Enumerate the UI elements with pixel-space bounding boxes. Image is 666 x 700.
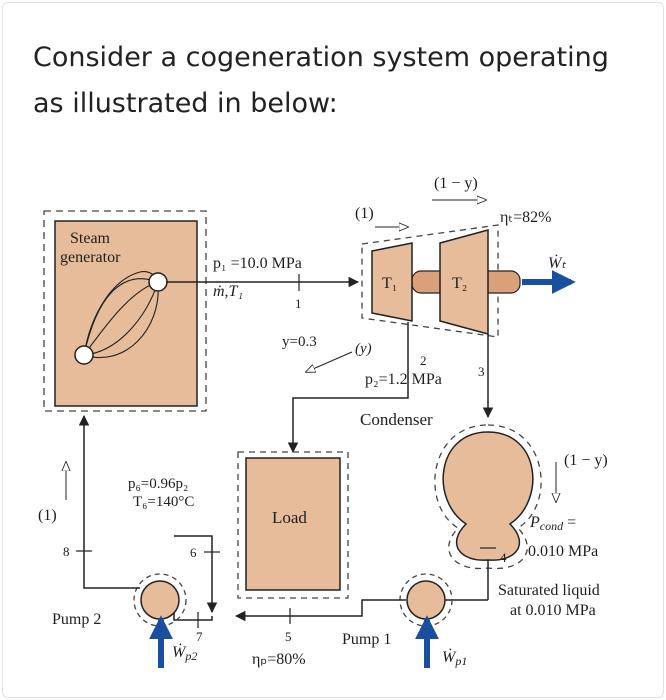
steam-generator	[54, 220, 198, 407]
work-pump2-W: Ẇ	[172, 643, 187, 661]
work-pump1-W: Ẇ	[442, 648, 457, 666]
p6-label: p₆=0.96p₂	[128, 476, 188, 492]
state1-label: 1	[295, 296, 302, 311]
y-value-label: y=0.3	[282, 334, 317, 350]
p-cond-eq: =	[563, 514, 576, 531]
pump2	[140, 580, 180, 620]
load	[245, 457, 341, 591]
work-turbine-label: Ẇₜ	[548, 254, 566, 272]
heading-line-2: as illustrated in below:	[33, 88, 338, 119]
state8-label: 8	[63, 544, 70, 559]
flow-y-arrow	[306, 351, 353, 372]
p-cond-label: Pcond =	[529, 514, 576, 533]
work-pump2-sub: p2	[184, 649, 197, 663]
load-boundary	[237, 451, 349, 599]
feedwater-line	[78, 414, 140, 589]
steam-generator-label-1: Steam	[70, 230, 111, 247]
eta-p-label: ηₚ=80%	[252, 651, 306, 668]
mixing-to-pump2-line	[173, 608, 213, 621]
flow-1-left-label: (1)	[38, 507, 57, 524]
pump1-label: Pump 1	[342, 631, 391, 648]
p-cond-sub: cond	[540, 519, 564, 533]
pump1-discharge-line	[234, 599, 406, 622]
turbine-1	[371, 242, 413, 322]
p-cond-p: P	[529, 514, 540, 531]
p1-label: p₁ =10.0 MPa	[213, 255, 302, 272]
flow-1-top-label: (1)	[355, 205, 374, 222]
state2-label: 2	[420, 353, 427, 368]
eta-t-label: ηₜ=82%	[500, 209, 551, 226]
condenser-label: Condenser	[360, 410, 433, 429]
load-return-line	[174, 535, 218, 614]
turbine-1-label: T₁	[382, 275, 397, 292]
work-pump1-sub: p1	[454, 654, 467, 668]
work-pump2-label: Ẇp2	[172, 643, 197, 663]
steam-generator-boundary	[43, 210, 207, 412]
turbine-boundary	[361, 224, 499, 338]
state6-label: 6	[190, 545, 197, 560]
sat-liquid-1: Saturated liquid	[498, 582, 600, 599]
p-cond-value: 0.010 MPa	[528, 543, 598, 560]
state5-label: 5	[285, 629, 292, 644]
heading-line-1: Consider a cogeneration system operating	[33, 42, 609, 73]
question-heading: Consider a cogeneration system operating…	[33, 35, 633, 127]
boiler-node-bottom	[74, 345, 94, 365]
steam-generator-label-2: generator	[60, 249, 121, 266]
mdot-T1-label: ṁ,T₁	[213, 283, 243, 300]
T6-label: T₆=140°C	[133, 494, 194, 510]
pump2-label: Pump 2	[52, 611, 101, 628]
work-pump1-label: Ẇp1	[442, 648, 467, 668]
p2-label: p₂=1.2 MPa	[365, 371, 442, 388]
condenser	[442, 431, 534, 561]
flow-1-minus-y-right-label: (1 − y)	[564, 452, 608, 469]
sat-liquid-2: at 0.010 MPa	[510, 602, 596, 619]
extraction-line	[287, 322, 409, 454]
state4-label: 4	[500, 550, 507, 565]
state7-label: 7	[196, 629, 203, 644]
turbine-2-label: T₂	[452, 275, 467, 292]
flow-y-label: (y)	[355, 341, 372, 357]
pump1	[406, 580, 446, 620]
load-label: Load	[272, 508, 307, 527]
boiler-node-top	[148, 272, 168, 292]
state3-label: 3	[478, 364, 485, 379]
flow-1-minus-y-label: (1 − y)	[434, 175, 478, 192]
